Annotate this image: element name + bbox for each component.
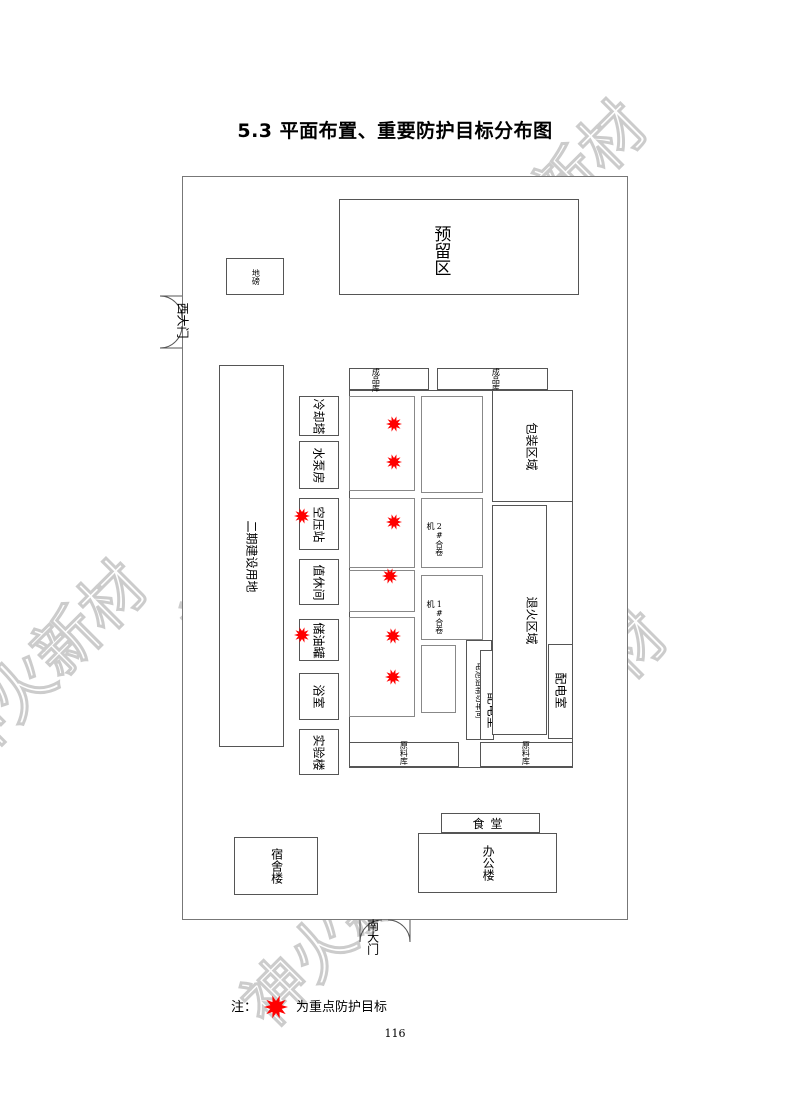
protection-target-marker [382,568,398,584]
pump-house [299,441,339,489]
dormitory-label: 宿舍楼 [269,848,284,884]
reserved-area [339,199,579,295]
protection-target-marker [294,508,310,524]
equipment-block-g [421,575,483,640]
oil-tank [299,619,339,661]
reserved-area-label: 预留区 [430,224,451,276]
air-compressor-station [299,498,339,550]
equipment-block-e [421,396,483,493]
finished-goods-1 [349,368,429,390]
raw-material-2-label: 原料库 [521,741,531,765]
equipment-block-b [349,498,415,568]
legend-prefix: 注： [231,1000,258,1015]
canteen [441,813,540,833]
equipment-block-h [421,645,456,713]
equipment-block-d [349,617,415,717]
phase2-land [219,365,284,747]
protection-target-marker [386,514,402,530]
protection-target-marker [386,416,402,432]
protection-target-marker [385,628,401,644]
raw-material-2 [480,742,573,767]
bathroom [299,673,339,720]
power-room [548,644,573,739]
page-title: 5.3 平面布置、重要防护目标分布图 [237,120,553,142]
weighbridge-label: 地磅 [251,268,261,285]
raw-material-1-label: 原料库 [399,741,409,765]
finished-goods-2-label: 成品库 [491,368,501,392]
canteen-label: 食堂 [472,817,509,831]
page-number: 116 [384,1027,406,1040]
protection-target-marker [294,627,310,643]
equipment-block-c [349,570,415,612]
equipment-block-a [349,396,415,491]
equipment-block-f [421,498,483,568]
finished-goods-1-label: 成品库 [371,368,381,392]
annealing-area [492,505,547,735]
office-building [418,833,557,893]
dormitory [234,837,318,895]
cooling-tower [299,396,339,436]
rest-room [299,559,339,605]
mill-1-label: 1#合卷机 [426,600,444,634]
south-gate-label: 南大门 [365,919,380,955]
raw-material-1 [349,742,459,767]
weighbridge [226,258,284,295]
laboratory [299,729,339,775]
burst-icon [264,995,288,1019]
finished-goods-2 [437,368,548,390]
legend-text: 为重点防护目标 [296,1000,388,1015]
mill-2-label: 2#合卷机 [426,522,444,556]
office-building-label: 办公楼 [481,845,496,881]
packing-area [492,390,573,502]
protection-target-marker [385,669,401,685]
protection-target-marker [386,454,402,470]
